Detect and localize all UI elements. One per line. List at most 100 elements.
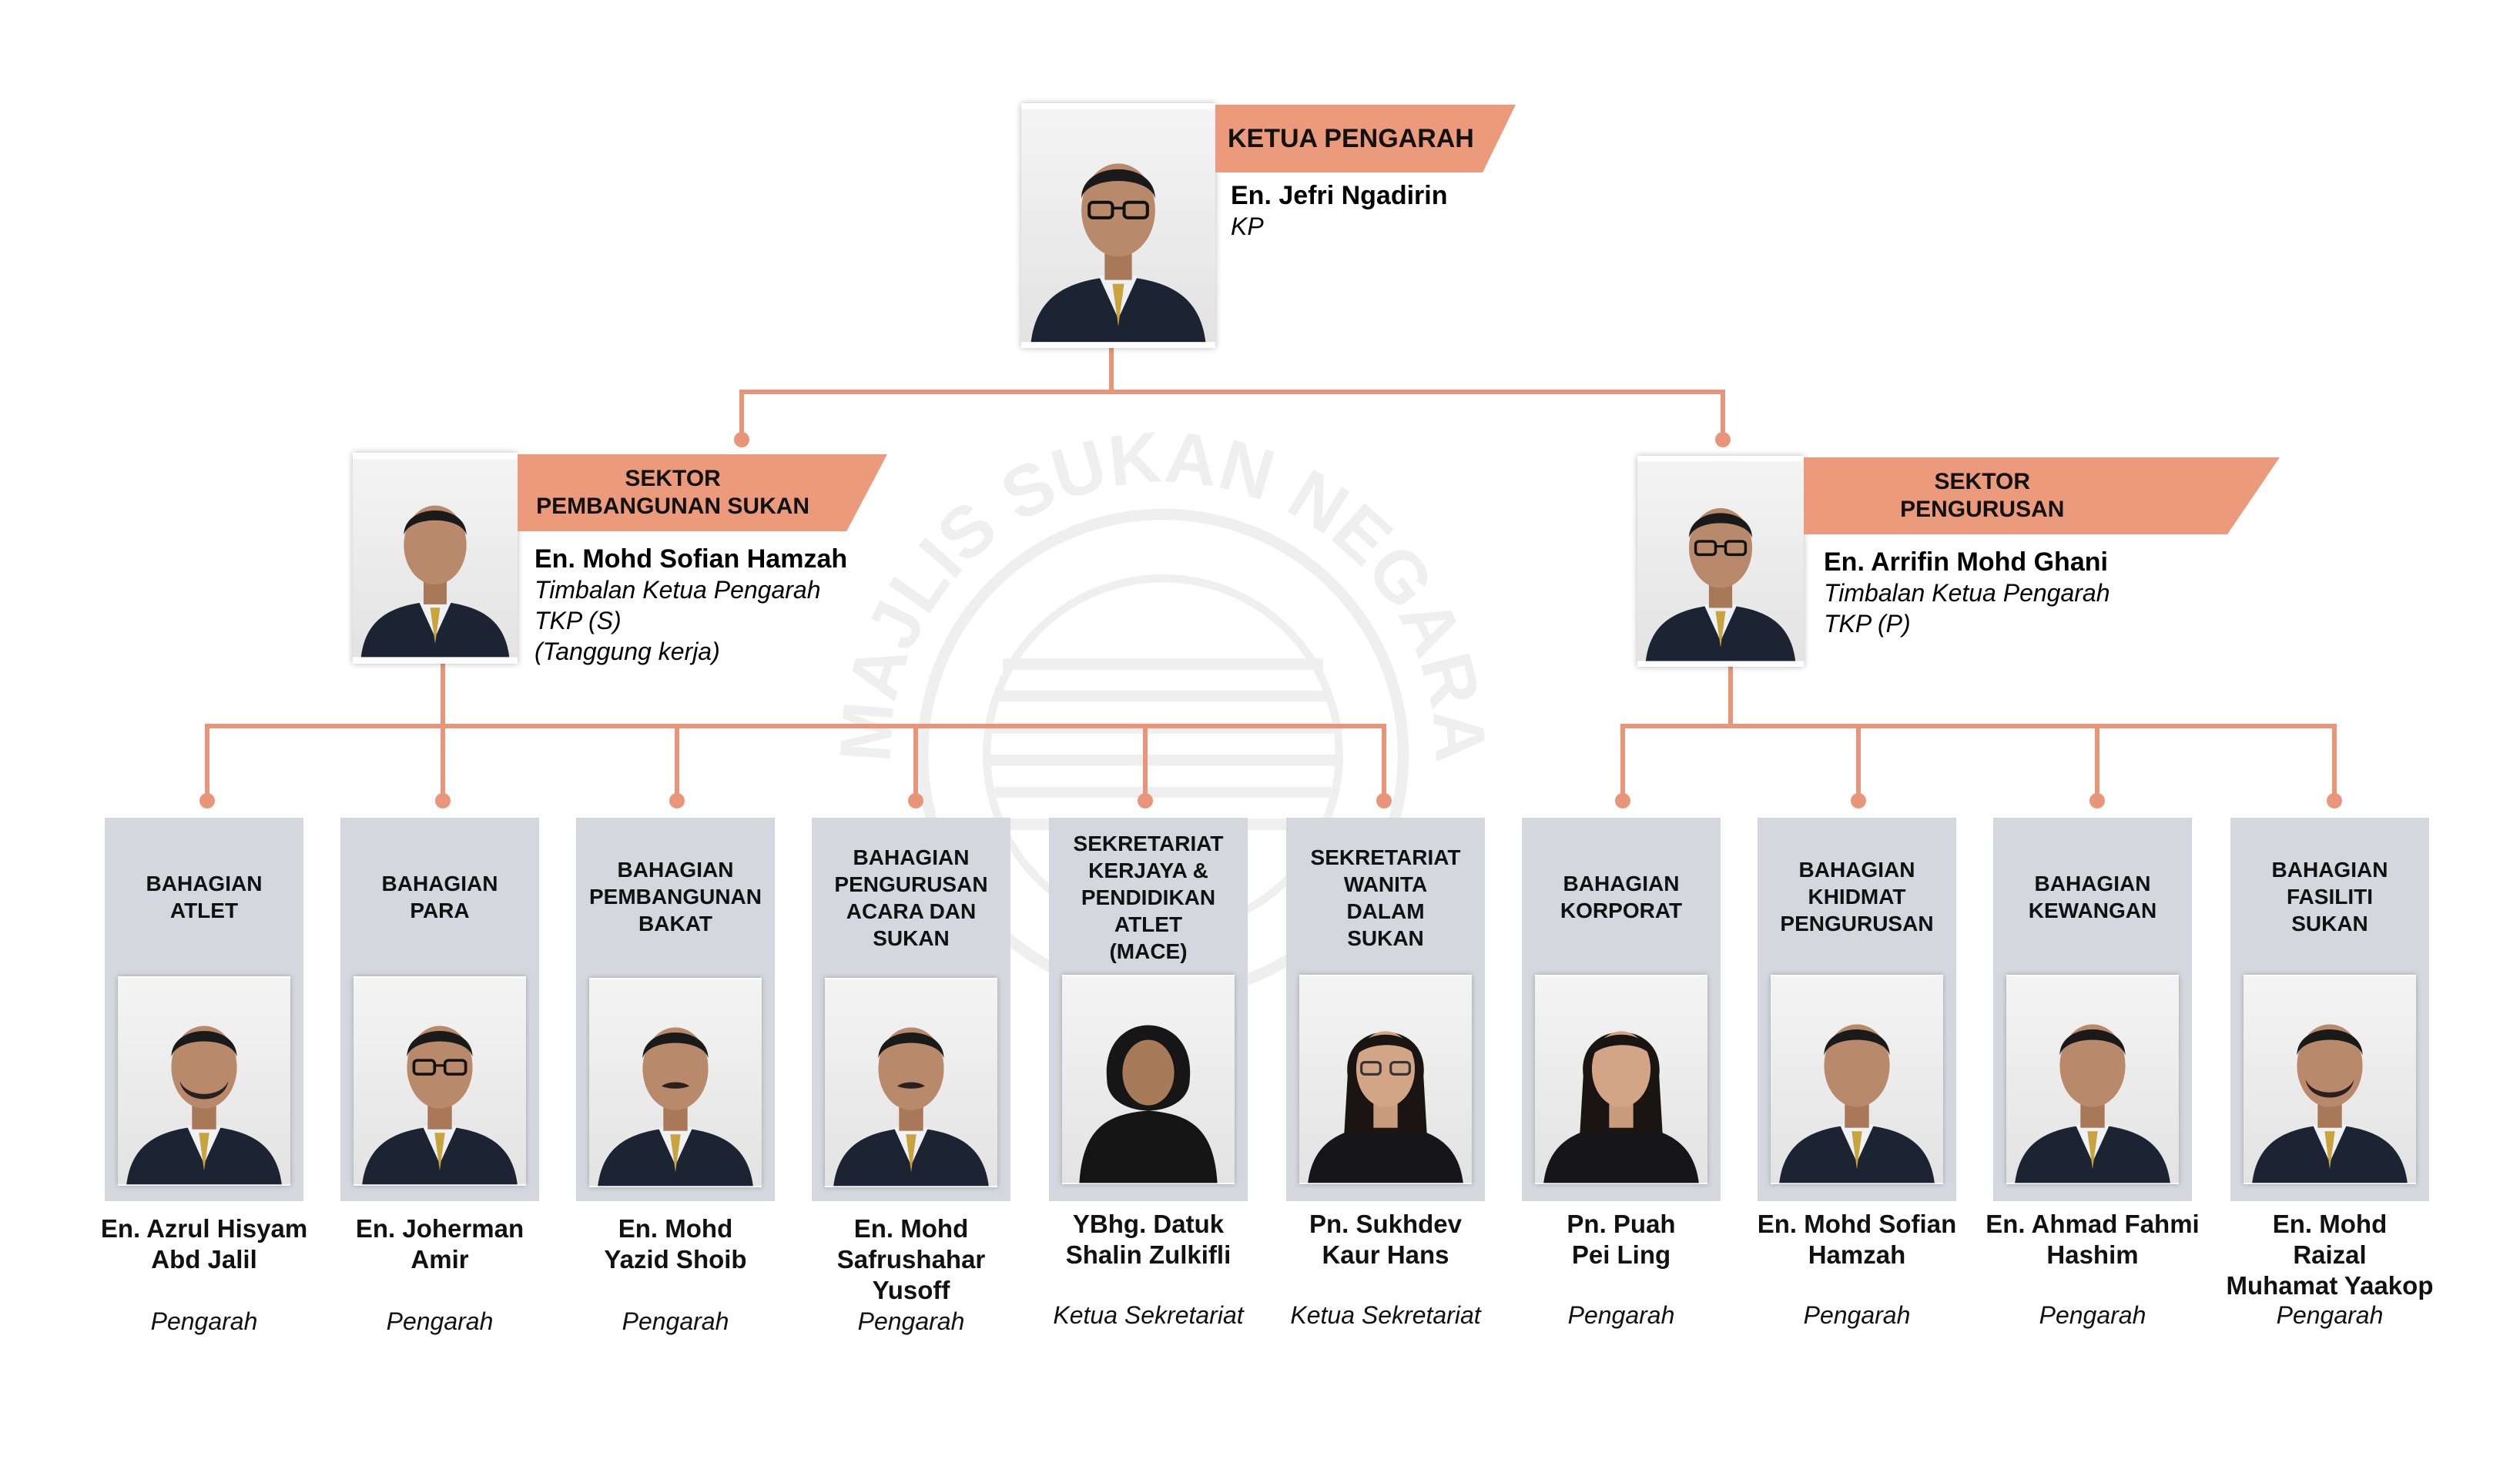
division-title-line: BAHAGIAN: [853, 845, 970, 869]
connector: [205, 724, 1386, 728]
sector-right-role: Timbalan Ketua Pengarah: [1824, 579, 2110, 607]
sector-right-title: SEKTOR PENGURUSAN: [1900, 469, 2065, 522]
division-title-line: BAHAGIAN: [2271, 858, 2388, 882]
connector: [1143, 724, 1148, 801]
connector-dot: [435, 793, 451, 808]
division-title-line: SUKAN: [873, 926, 950, 950]
division-title-line: SUKAN: [1347, 926, 1424, 950]
sector-right-role-code: TKP (P): [1824, 610, 1911, 638]
person-portrait-icon: [1021, 103, 1215, 348]
division-photo: [2244, 975, 2416, 1184]
division-head-role: Pengarah: [2276, 1301, 2384, 1329]
connector-dot: [2327, 793, 2342, 808]
connector: [1856, 724, 1861, 801]
division-head-role: Pengarah: [1567, 1301, 1675, 1329]
division-head-name-line: En. Ahmad Fahmi: [1986, 1210, 2200, 1238]
division-photo: [1062, 975, 1235, 1184]
connector-dot: [908, 793, 923, 808]
division-head-role: Ketua Sekretariat: [1053, 1301, 1244, 1329]
connector: [2332, 724, 2337, 801]
division-head-name-line: Hamzah: [1808, 1240, 1906, 1269]
division-title-line: ATLET: [169, 899, 239, 922]
division-title-line: KORPORAT: [1560, 899, 1683, 922]
division-title: BAHAGIAN ATLET: [105, 870, 303, 924]
division-title-line: DALAM: [1346, 899, 1425, 923]
division-photo: [1299, 975, 1472, 1184]
division-head-name-line: Safrushahar: [836, 1245, 986, 1274]
connector: [441, 724, 445, 801]
division-title-line: BAHAGIAN: [1798, 858, 1915, 882]
division-title-line: KERJAYA &: [1088, 859, 1208, 882]
division-title-line: KEWANGAN: [2028, 899, 2157, 922]
division-head-name-line: Pei Ling: [1571, 1240, 1671, 1269]
division-box: BAHAGIAN PENGURUSAN ACARA DAN SUKAN: [812, 818, 1010, 1201]
division-head-role: Ketua Sekretariat: [1290, 1301, 1481, 1329]
division-photo: [1771, 975, 1943, 1184]
division-title: BAHAGIAN PENGURUSAN ACARA DAN SUKAN: [812, 844, 1010, 952]
connector: [1109, 348, 1114, 393]
division-title-line: PENGURUSAN: [1780, 912, 1934, 935]
sector-left-title-tag: SEKTOR PEMBANGUNAN SUKAN: [518, 454, 887, 531]
connector-dot: [734, 432, 749, 447]
top-role: KP: [1231, 213, 1264, 240]
division-photo: [1535, 975, 1707, 1184]
connector-dot: [1615, 793, 1630, 808]
division-title-line: ACARA DAN: [846, 899, 977, 923]
top-title-tag: KETUA PENGARAH: [1215, 105, 1516, 172]
division-photo: [825, 978, 997, 1187]
division-title-line: BAHAGIAN: [146, 872, 263, 895]
division-title-line: PENDIDIKAN: [1081, 885, 1216, 909]
person-portrait-icon: [2244, 975, 2416, 1184]
connector: [441, 664, 445, 727]
division-head-name-line: Shalin Zulkifli: [1065, 1240, 1232, 1269]
division-head-name-line: Kaur Hans: [1322, 1240, 1449, 1269]
division-head-name-line: En. Mohd Sofian: [1757, 1210, 1957, 1238]
top-photo: [1021, 103, 1215, 348]
connector-dot: [1715, 432, 1731, 447]
connector: [1728, 667, 1733, 727]
connector: [739, 390, 1725, 394]
division-head-role: Pengarah: [857, 1307, 965, 1335]
division-head-name-line: En. Joherman: [355, 1214, 524, 1243]
connector-dot: [2089, 793, 2105, 808]
division-head-role: Pengarah: [150, 1307, 258, 1335]
person-portrait-icon: [1535, 975, 1707, 1184]
connector: [1620, 724, 1625, 801]
person-portrait-icon: [825, 978, 997, 1187]
connector: [1620, 724, 2337, 728]
person-portrait-icon: [1771, 975, 1943, 1184]
division-title-line: PEMBANGUNAN: [589, 885, 762, 909]
sector-left-role-code: TKP (S): [534, 607, 622, 634]
person-portrait-icon: [118, 976, 290, 1186]
connector: [1382, 724, 1386, 801]
sector-right-photo: [1637, 456, 1804, 667]
division-head-name-line: En. Mohd: [853, 1214, 969, 1243]
division-title-line: SUKAN: [2291, 912, 2368, 935]
division-photo: [2006, 975, 2179, 1184]
division-head-role: Pengarah: [386, 1307, 494, 1335]
division-title-line: BAKAT: [638, 912, 712, 935]
person-portrait-icon: [353, 453, 518, 664]
sector-left-photo: [353, 453, 518, 664]
division-head-name-line: Raizal: [2293, 1240, 2367, 1269]
connector: [913, 724, 918, 801]
division-title-line: PENGURUSAN: [834, 872, 988, 896]
